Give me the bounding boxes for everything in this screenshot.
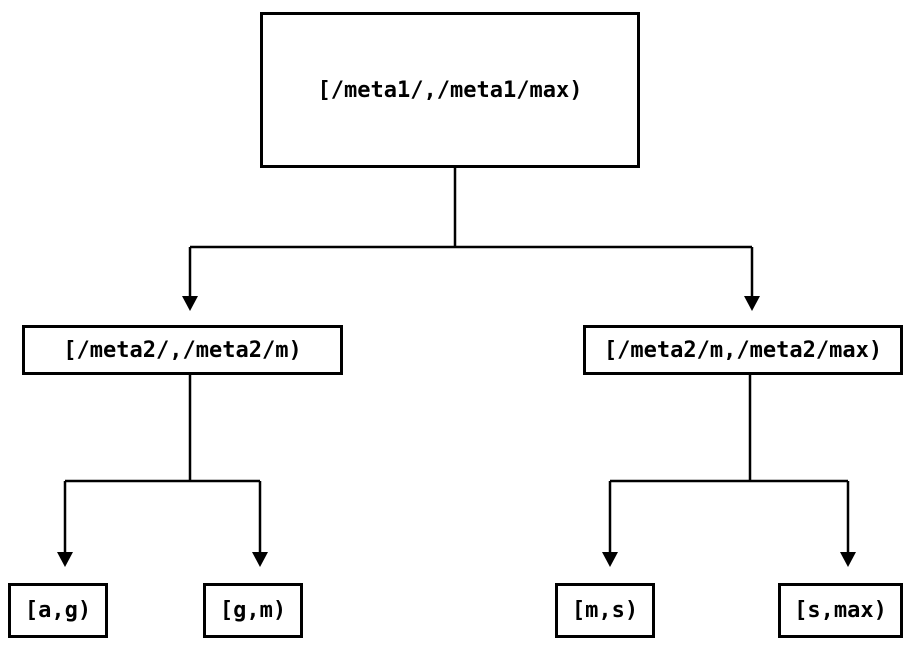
edge-line-root-children xyxy=(188,168,754,296)
node-leaf-ms: [m,s) xyxy=(555,583,655,638)
edge-line-right-children xyxy=(608,375,850,552)
node-leaf-ag: [a,g) xyxy=(8,583,108,638)
arrow-down-icon xyxy=(182,296,198,311)
arrow-down-icon xyxy=(252,552,268,567)
arrow-down-icon xyxy=(57,552,73,567)
node-right-range: [/meta2/m,/meta2/max) xyxy=(583,325,903,375)
node-leaf-gm: [g,m) xyxy=(203,583,303,638)
node-leaf-smax: [s,max) xyxy=(778,583,903,638)
arrow-down-icon xyxy=(840,552,856,567)
node-left-range: [/meta2/,/meta2/m) xyxy=(22,325,343,375)
arrow-down-icon xyxy=(744,296,760,311)
edge-line-left-children xyxy=(63,375,262,552)
node-root-range: [/meta1/,/meta1/max) xyxy=(260,12,640,168)
arrow-down-icon xyxy=(602,552,618,567)
